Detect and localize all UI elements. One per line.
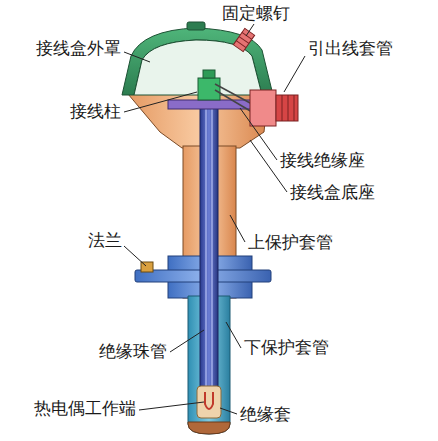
part-label: 热电偶工作端 <box>34 398 136 418</box>
tube-tip <box>188 422 230 434</box>
leader-line <box>246 24 254 36</box>
part-label: 上保护套管 <box>248 232 333 252</box>
leader-line <box>124 246 146 266</box>
part-label: 法兰 <box>88 230 122 250</box>
fixing-screw <box>233 28 254 51</box>
part-label: 接线盒外罩 <box>36 38 121 58</box>
part-label: 接线盒底座 <box>290 182 375 202</box>
leader-line <box>220 408 237 414</box>
part-label: 固定螺钉 <box>222 3 290 23</box>
leader-line <box>124 52 150 62</box>
part-label: 接线绝缘座 <box>280 150 365 170</box>
part-label: 接线柱 <box>70 101 121 121</box>
part-label: 绝缘珠管 <box>99 341 167 361</box>
leader-line <box>124 92 197 112</box>
part-label: 引出线套管 <box>308 38 393 58</box>
part-label: 绝缘套 <box>240 404 291 424</box>
hot-junction <box>205 392 213 409</box>
leader-line <box>170 330 204 352</box>
leader-line <box>230 215 245 242</box>
cover-knob <box>187 22 205 30</box>
leader-line <box>139 402 204 410</box>
bead-tube <box>200 108 218 390</box>
terminal-post <box>198 78 220 100</box>
lead-out-sleeve <box>250 90 298 126</box>
leader-line <box>226 322 241 348</box>
leader-line <box>284 56 305 92</box>
part-label: 下保护套管 <box>244 337 329 357</box>
